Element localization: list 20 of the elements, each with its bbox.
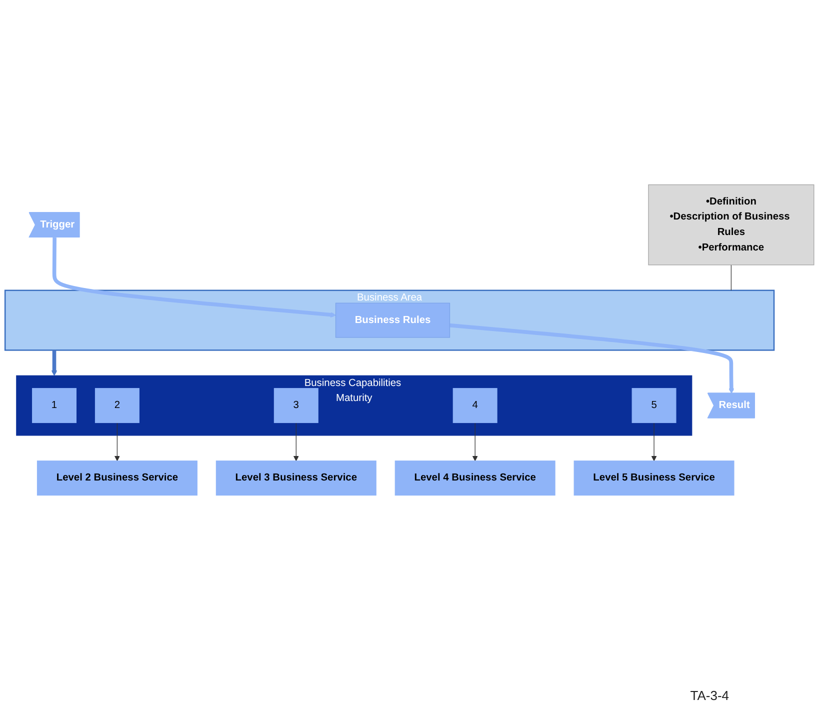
arrow <box>52 238 336 318</box>
arrow <box>293 422 299 462</box>
node-box: 3 <box>274 388 318 424</box>
node-box: 5 <box>632 388 676 424</box>
arrow <box>51 350 58 376</box>
connector <box>730 264 732 291</box>
arrow <box>450 323 734 394</box>
node-box: Level 2 Business Service <box>36 460 198 496</box>
node-box: Level 4 Business Service <box>394 460 556 496</box>
node-box: Level 5 Business Service <box>574 460 734 496</box>
arrow <box>114 422 120 462</box>
figure-code: TA-3-4 <box>690 688 729 703</box>
node-box: 1 <box>32 388 76 424</box>
node-box: 2 <box>94 388 140 424</box>
node-box: 4 <box>452 388 498 424</box>
node-box: Business Rules <box>335 302 450 338</box>
arrow <box>472 422 478 462</box>
node-box: Level 3 Business Service <box>216 460 376 496</box>
node-box: •Definition •Description of Business Rules •Performance <box>648 184 814 266</box>
arrow <box>651 422 657 462</box>
